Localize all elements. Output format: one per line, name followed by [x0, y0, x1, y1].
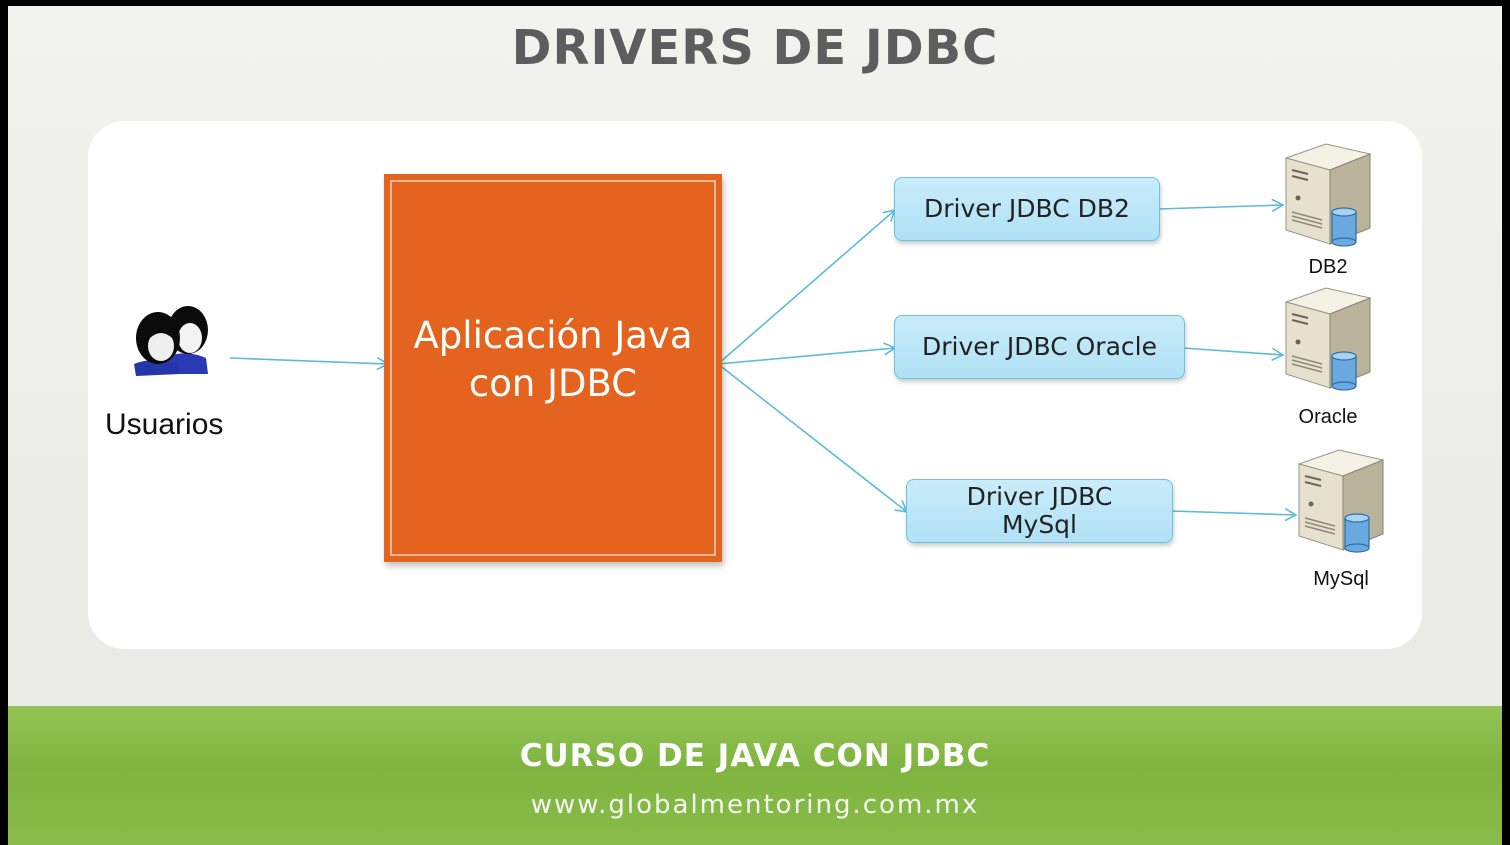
database-server-icon [1284, 143, 1372, 247]
driver-jdbc-mysql-label-line2: MySql [1001, 510, 1078, 539]
arrow-oracle-driver-to-db [1182, 347, 1285, 361]
footer-title: CURSO DE JAVA CON JDBC [519, 738, 991, 774]
java-application-label: Aplicación Java con JDBC [384, 312, 722, 408]
arrow-db2-driver-to-db [1157, 198, 1285, 213]
java-application-label-line2: con JDBC [468, 362, 638, 405]
footer-banner: CURSO DE JAVA CON JDBC www.globalmentori… [8, 706, 1502, 845]
db-label-mysql: MySql [1313, 568, 1369, 590]
slide-title: DRIVERS DE JDBC [511, 20, 999, 76]
db-label-oracle: Oracle [1298, 406, 1358, 428]
driver-jdbc-oracle: Driver JDBC Oracle [894, 315, 1185, 379]
arrow-users-to-app [229, 356, 390, 371]
footer-url: www.globalmentoring.com.mx [530, 790, 980, 820]
driver-jdbc-db2-label: Driver JDBC DB2 [924, 194, 1130, 223]
arrow-app-to-oracle-driver [717, 342, 897, 365]
db-label-db2: DB2 [1308, 256, 1348, 278]
arrow-mysql-driver-to-db [1170, 507, 1298, 522]
slide: DRIVERS DE JDBC CURSO DE JAVA CON JDBC w… [8, 6, 1502, 845]
java-application-box: Aplicación Java con JDBC [384, 174, 722, 562]
arrow-app-to-mysql-driver [717, 363, 909, 514]
users-icon [134, 306, 208, 376]
driver-jdbc-mysql: Driver JDBC MySql [906, 479, 1173, 543]
diagram-panel [88, 121, 1422, 649]
driver-jdbc-mysql-label-line1: Driver JDBC [966, 482, 1113, 511]
database-server-icon [1284, 287, 1372, 391]
java-application-label-line1: Aplicación Java [413, 314, 693, 357]
java-application-box-border [390, 180, 716, 556]
users-label: Usuarios [105, 408, 224, 441]
arrow-app-to-db2-driver [717, 208, 897, 365]
driver-jdbc-db2: Driver JDBC DB2 [894, 177, 1160, 241]
driver-jdbc-oracle-label: Driver JDBC Oracle [922, 332, 1157, 361]
database-server-icon [1297, 449, 1385, 553]
